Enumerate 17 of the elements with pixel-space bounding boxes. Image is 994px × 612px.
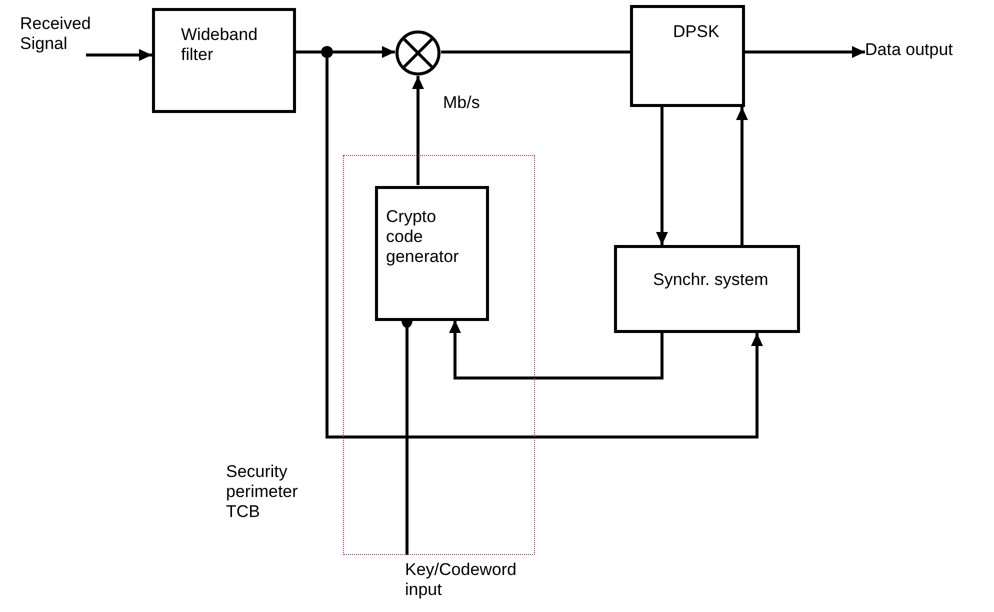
arrow bbox=[745, 46, 865, 58]
arrow bbox=[412, 76, 424, 185]
mixer-symbol bbox=[395, 30, 441, 76]
process-box: Wideband filter bbox=[152, 8, 296, 113]
arrow bbox=[326, 58, 763, 438]
process-box: Crypto code generator bbox=[375, 186, 489, 321]
arrow bbox=[736, 107, 748, 245]
arrow bbox=[656, 107, 668, 245]
arrow bbox=[86, 49, 152, 61]
security-perimeter bbox=[343, 155, 535, 555]
output-label: Data output bbox=[865, 40, 985, 64]
input-label: Key/Codeword input bbox=[405, 560, 515, 606]
perimeter-label: Security perimeter TCB bbox=[226, 462, 299, 522]
process-box: Synchr. system bbox=[614, 245, 800, 333]
process-box: DPSK bbox=[630, 5, 745, 107]
arrow bbox=[333, 46, 395, 58]
arrow bbox=[449, 320, 664, 380]
